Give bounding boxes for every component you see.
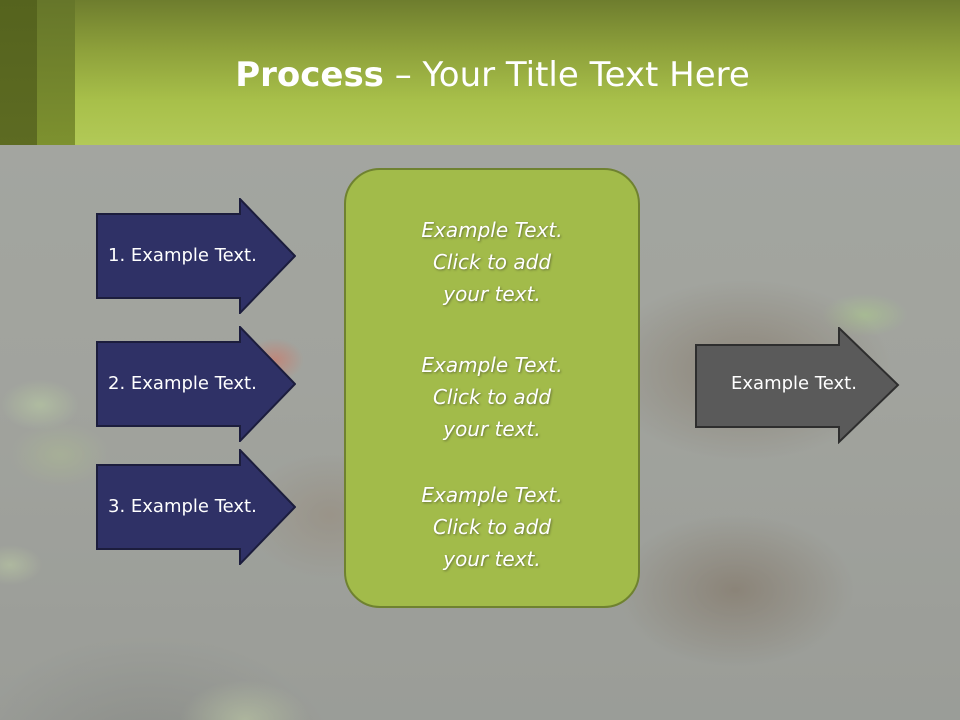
process-text-1[interactable]: Example Text. Click to add your text. xyxy=(421,218,563,306)
header-bar: Process – Your Title Text Here xyxy=(0,0,960,145)
step-label: 2. Example Text. xyxy=(108,373,257,394)
step-arrow-2[interactable]: 2. Example Text. xyxy=(96,326,296,442)
right-arrow-icon xyxy=(96,198,296,314)
right-arrow-icon xyxy=(96,326,296,442)
step-arrow-1[interactable]: 1. Example Text. xyxy=(96,198,296,314)
output-arrow[interactable]: Example Text. xyxy=(695,327,900,444)
title-rest: – Your Title Text Here xyxy=(383,55,750,95)
step-label: 3. Example Text. xyxy=(108,496,257,517)
output-label: Example Text. xyxy=(731,373,857,394)
header-accent-mid xyxy=(37,0,75,145)
header-accent-dark xyxy=(0,0,37,145)
step-label: 1. Example Text. xyxy=(108,245,257,266)
right-arrow-icon xyxy=(695,327,900,444)
process-text-2[interactable]: Example Text. Click to add your text. xyxy=(421,353,563,441)
process-text-3[interactable]: Example Text. Click to add your text. xyxy=(421,483,563,571)
title-bold: Process xyxy=(235,55,384,95)
process-box[interactable]: Example Text. Click to add your text. Ex… xyxy=(344,168,640,608)
step-arrow-3[interactable]: 3. Example Text. xyxy=(96,449,296,565)
slide-title[interactable]: Process – Your Title Text Here xyxy=(0,52,960,98)
right-arrow-icon xyxy=(96,449,296,565)
